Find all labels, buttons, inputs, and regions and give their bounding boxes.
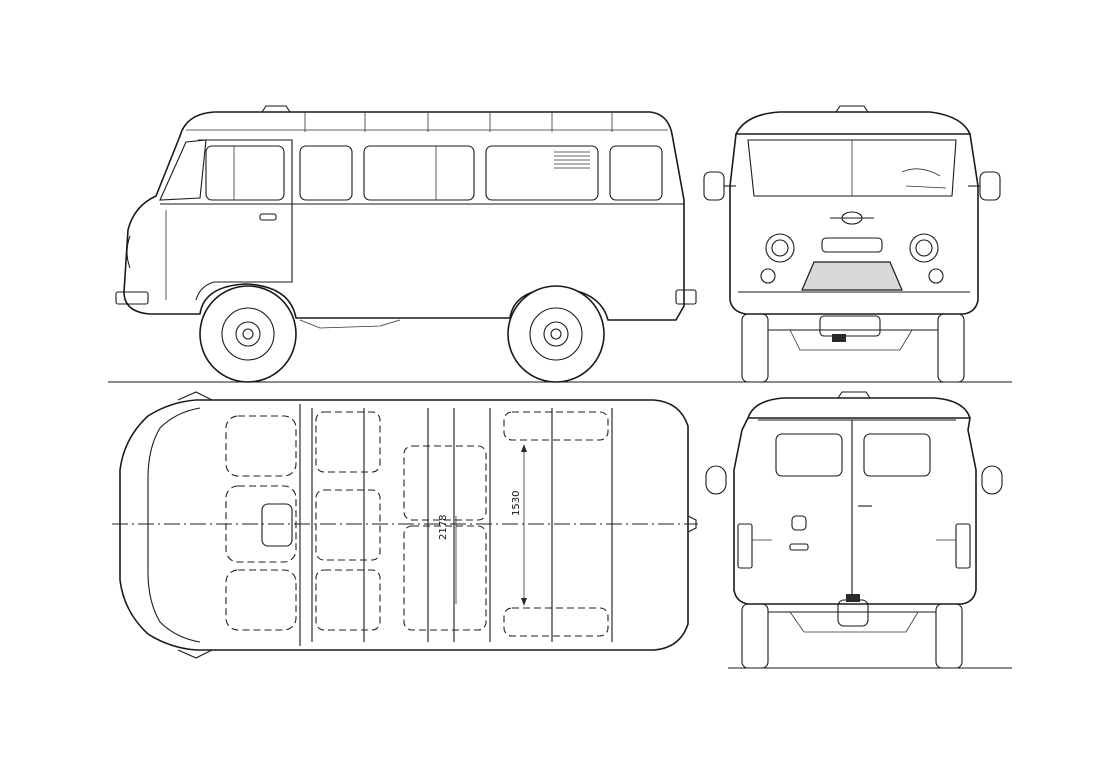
top-view <box>112 391 698 659</box>
side-view <box>115 105 697 383</box>
front-wheel <box>199 285 297 383</box>
rear-view <box>705 391 1003 669</box>
rear-wheel <box>507 285 605 383</box>
dimension-cargo-length: 2178 <box>438 515 449 540</box>
dimension-cargo-width: 1530 <box>511 491 522 516</box>
front-view <box>703 105 1001 383</box>
